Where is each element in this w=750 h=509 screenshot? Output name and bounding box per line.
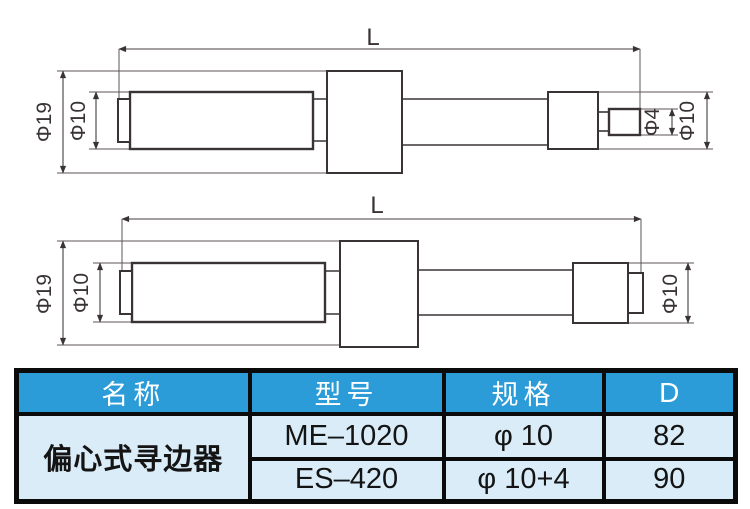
top-barrel <box>128 90 315 151</box>
top-dia4-label: Φ4 <box>641 107 664 136</box>
bottom-body-shapes <box>119 240 644 348</box>
header-spec: 规格 <box>441 368 606 416</box>
top-dia19-label: Φ19 <box>33 102 56 142</box>
spec-cell: φ 10 <box>441 412 606 461</box>
edge-finder-technical-drawings: Φ19 Φ10 L Φ4 Φ10 <box>33 24 713 348</box>
bottom-dia10-right-label: Φ10 <box>659 274 682 314</box>
header-name: 名称 <box>14 368 252 416</box>
top-dia10-right-label: Φ10 <box>676 101 699 141</box>
d-cell: 82 <box>601 412 738 461</box>
bottom-dia10-left-label: Φ10 <box>70 273 93 313</box>
header-d: D <box>601 368 738 416</box>
table-row: 偏心式寻边器 ME–1020 φ 10 82 <box>14 412 738 503</box>
bottom-probe-tip <box>627 272 644 314</box>
top-drawing: Φ19 Φ10 L Φ4 Φ10 <box>33 24 713 174</box>
d-cell: 90 <box>601 457 738 503</box>
top-shank-block <box>547 91 599 150</box>
model-cell: ES–420 <box>247 457 446 503</box>
top-length-label: L <box>366 24 379 51</box>
top-clamp-block <box>326 70 403 174</box>
top-body-shapes <box>117 70 642 174</box>
bottom-clamp-block <box>339 240 419 348</box>
spec-table-header-row: 名称 型号 规格 D <box>14 368 738 416</box>
header-model: 型号 <box>247 368 446 416</box>
top-end-cap <box>117 98 131 143</box>
spec-table: 名称 型号 规格 D 偏心式寻边器 ME–1020 φ 10 82 ES–420… <box>14 368 738 504</box>
bottom-length-label: L <box>370 192 383 219</box>
top-extension-lines <box>57 49 713 174</box>
bottom-shank-block <box>572 262 629 324</box>
top-dia10-left-label: Φ10 <box>67 101 90 141</box>
bottom-drawing: Φ19 Φ10 L Φ10 <box>33 192 694 348</box>
top-dimension-lines <box>59 45 711 174</box>
top-probe-tip <box>607 107 642 137</box>
bottom-end-cap <box>119 270 133 315</box>
bottom-dia19-label: Φ19 <box>33 274 56 314</box>
table-row: ES–420 φ 10+4 90 <box>17 457 738 503</box>
bottom-dimension-lines <box>59 215 692 346</box>
product-name-cell: 偏心式寻边器 <box>14 412 252 503</box>
spec-cell: φ 10+4 <box>441 457 606 503</box>
bottom-barrel <box>130 261 327 324</box>
model-cell: ME–1020 <box>247 412 446 461</box>
